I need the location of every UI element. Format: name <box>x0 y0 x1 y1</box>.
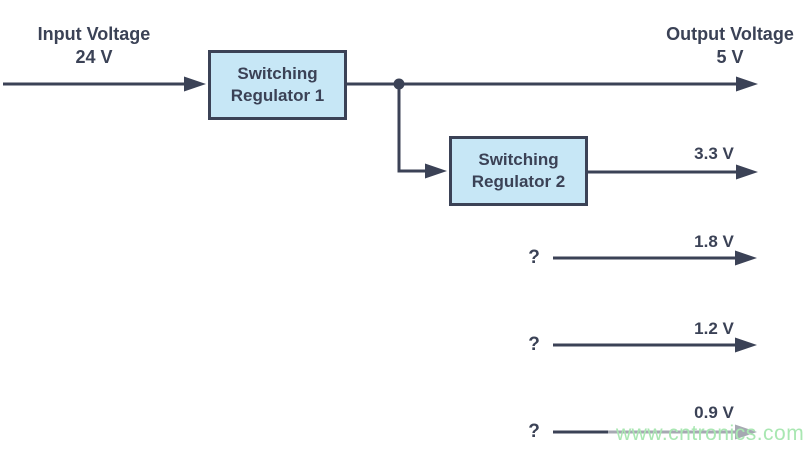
switching-regulator-2-box: Switching Regulator 2 <box>449 136 588 206</box>
rail-5v-arrowhead-icon <box>736 76 758 92</box>
rail-3v3-arrowhead-icon <box>736 164 758 180</box>
output-voltage-title: Output Voltage <box>666 24 794 44</box>
unknown-source-mark-1v2: ? <box>528 334 540 355</box>
rail-1v8-label: 1.8 V <box>694 232 734 251</box>
branch-arrowhead-icon <box>425 163 447 179</box>
switching-regulator-1-label: Switching Regulator 1 <box>230 64 325 105</box>
unknown-source-mark-0v9: ? <box>528 421 540 442</box>
rail-0v9-label: 0.9 V <box>694 403 734 422</box>
switching-regulator-2-label: Switching Regulator 2 <box>471 150 566 191</box>
rail-1v2-arrowhead-icon <box>735 337 757 353</box>
input-arrowhead-icon <box>184 76 206 92</box>
rail-1v2-label: 1.2 V <box>694 319 734 338</box>
watermark-text: www.cntronics.com <box>616 422 805 445</box>
rail-3v3-label: 3.3 V <box>694 144 734 163</box>
unknown-source-mark-1v8: ? <box>528 247 540 268</box>
input-voltage-title: Input Voltage <box>37 24 151 44</box>
input-voltage-value: 24 V <box>75 47 113 67</box>
output-voltage-header: Output Voltage 5 V <box>650 23 805 69</box>
branch-connector-line <box>397 84 429 173</box>
rail-1v8-arrowhead-icon <box>735 250 757 266</box>
watermark-wash <box>608 416 805 450</box>
switching-regulator-1-box: Switching Regulator 1 <box>208 50 347 120</box>
output-voltage-value: 5 V <box>716 47 744 67</box>
input-voltage-header: Input Voltage 24 V <box>14 23 174 69</box>
